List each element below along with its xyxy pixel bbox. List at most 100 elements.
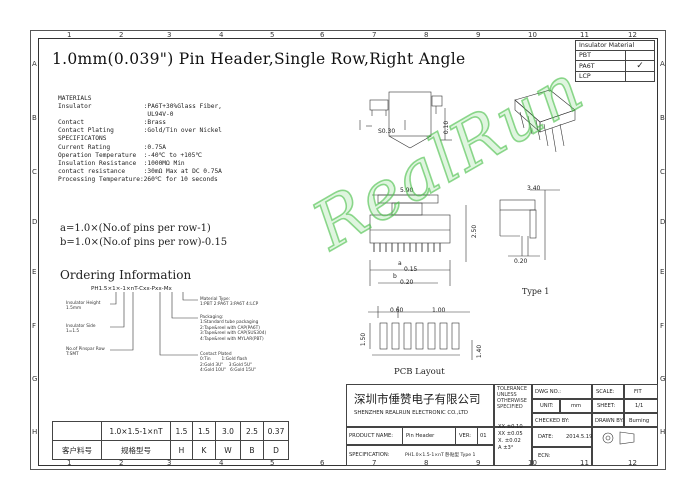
tolerance-values-box (494, 427, 532, 466)
row-letter: G (660, 375, 666, 383)
ordering-no-pins: No.of Pinspar Row T:SMT (66, 347, 105, 358)
product-value: Pin Header (406, 433, 435, 439)
row-letter: F (32, 322, 37, 330)
column-number: 8 (424, 459, 429, 467)
unit-value: mm (571, 403, 582, 409)
product-label: PRODUCT NAME: (349, 433, 393, 439)
scale-label: SCALE: (596, 389, 615, 395)
row-letter: D (32, 218, 38, 226)
drawn-cell (592, 413, 624, 427)
row-letter: C (660, 168, 665, 176)
column-number: 11 (580, 31, 589, 39)
date-cell (532, 427, 592, 447)
ordering-material-type: Material Type: 1:PBT 2:PA6T 3:PA6T 4:LCP (200, 297, 259, 308)
unit-cell (532, 399, 560, 413)
column-number: 5 (270, 459, 275, 467)
row-letter: E (660, 268, 665, 276)
dim-150: 1.50 (360, 332, 368, 347)
dim-s030: S0.30 (378, 128, 396, 135)
dwg-no-label: DWG NO.: (535, 389, 561, 395)
column-number: 3 (167, 31, 172, 39)
company-name-en: SHENZHEN REALRUN ELECTRONIC CO.,LTD (354, 410, 468, 416)
checked-label: CHECKED BY: (535, 418, 570, 424)
header-cell: B (240, 440, 264, 460)
sheet-value: 1/1 (635, 403, 644, 409)
checked-cell (532, 413, 592, 427)
column-number: 6 (320, 31, 325, 39)
row-letter: C (32, 168, 37, 176)
column-number: 12 (628, 31, 637, 39)
row-letter: H (32, 428, 38, 436)
product-value-cell (402, 427, 456, 445)
column-number: 7 (372, 31, 377, 39)
dim-060: 0.60 (390, 307, 404, 314)
materials-line: Current Rating :0.75A (58, 143, 167, 151)
dim-020: 0.20 (400, 279, 414, 286)
materials-line: Insulator :PA6T+30%Glass Fiber, (58, 103, 222, 111)
materials-line: Processing Temperature:260℃ for 10 secon… (58, 175, 218, 183)
ordering-title: Ordering Information (60, 268, 192, 282)
insulator-row-check (625, 71, 655, 82)
column-number: 1 (67, 459, 72, 467)
projection-symbol-cell (592, 427, 658, 466)
spec-value-table: 1.0×1.5-1×nT 1.5 1.5 3.0 2.5 0.37 客户料号 规… (52, 421, 289, 460)
date-value: 2014.5.19 (566, 434, 593, 440)
drawn-value: Burning (629, 418, 650, 424)
tolerance-label: TOLERANCE UNLESS OTHERWISE SPECIFIED (497, 386, 528, 410)
column-number: 2 (119, 31, 124, 39)
spec-row (346, 445, 494, 466)
drawing-title: 1.0mm(0.039") Pin Header,Single Row,Righ… (52, 50, 466, 68)
cell: 3.0 (215, 421, 241, 441)
ver-value: 01 (480, 433, 487, 439)
spec-value: PH1.0×1.5-1×nT 卧贴型 Type 1 (405, 453, 476, 458)
ordering-insulator-height: Insulator Height 1.5mm (66, 301, 101, 312)
materials-line: UL94V-0 (58, 111, 174, 119)
formula-b: b=1.0×(No.of pins per row)-0.15 (60, 237, 228, 248)
row-letter: E (32, 268, 37, 276)
unit-label: UNIT: (540, 403, 554, 409)
scale-cell (592, 384, 624, 399)
cell: 1.5 (170, 421, 193, 441)
tol-4: A ±3° (498, 445, 514, 451)
type-label: Type 1 (522, 287, 550, 296)
row-letter: D (660, 218, 666, 226)
materials-line: Contact Plating :Gold/Tin over Nickel (58, 127, 222, 135)
ordering-contact-plated: Contact Plated 0:Tin 1:Gold flash 2:Gold… (200, 352, 257, 374)
ecn-cell (532, 447, 592, 466)
materials-line: Operation Temperature :-40℃ to +105℃ (58, 151, 203, 159)
column-number: 3 (167, 459, 172, 467)
column-number: 5 (270, 31, 275, 39)
sheet-cell (592, 399, 624, 413)
unit-value-cell (560, 399, 592, 413)
pcb-layout-label: PCB Layout (394, 367, 445, 377)
ordering-packaging: Packaging: 1:Standard tube packaging 2:T… (200, 315, 267, 342)
column-number: 12 (628, 459, 637, 467)
column-number: 4 (219, 31, 224, 39)
company-name-cn: 深圳市倕赞电子有限公司 (354, 392, 481, 406)
dim-a: a (398, 260, 402, 267)
header-cell: K (192, 440, 216, 460)
sheet-value-cell (624, 399, 658, 413)
column-number: 6 (320, 459, 325, 467)
drawn-value-cell (624, 413, 658, 427)
column-number: 9 (476, 459, 481, 467)
header-cell: D (263, 440, 289, 460)
tol-1: XX ±0.10 (498, 424, 523, 430)
header-cell: 客户料号 (52, 440, 102, 460)
column-number: 2 (119, 459, 124, 467)
materials-line: MATERIALS (58, 95, 92, 102)
scale-value: FIT (634, 389, 642, 395)
header-cell: W (215, 440, 241, 460)
sheet-label: SHEET: (597, 403, 616, 409)
row-letter: F (660, 322, 665, 330)
row-letter: A (660, 60, 665, 68)
tol-3: X. ±0.02 (498, 438, 521, 444)
cell: 1.0×1.5-1×nT (101, 421, 171, 441)
date-label: DATE: (538, 434, 554, 440)
company-box (346, 384, 494, 427)
column-number: 7 (372, 459, 377, 467)
column-number: 8 (424, 31, 429, 39)
cell (52, 421, 102, 441)
